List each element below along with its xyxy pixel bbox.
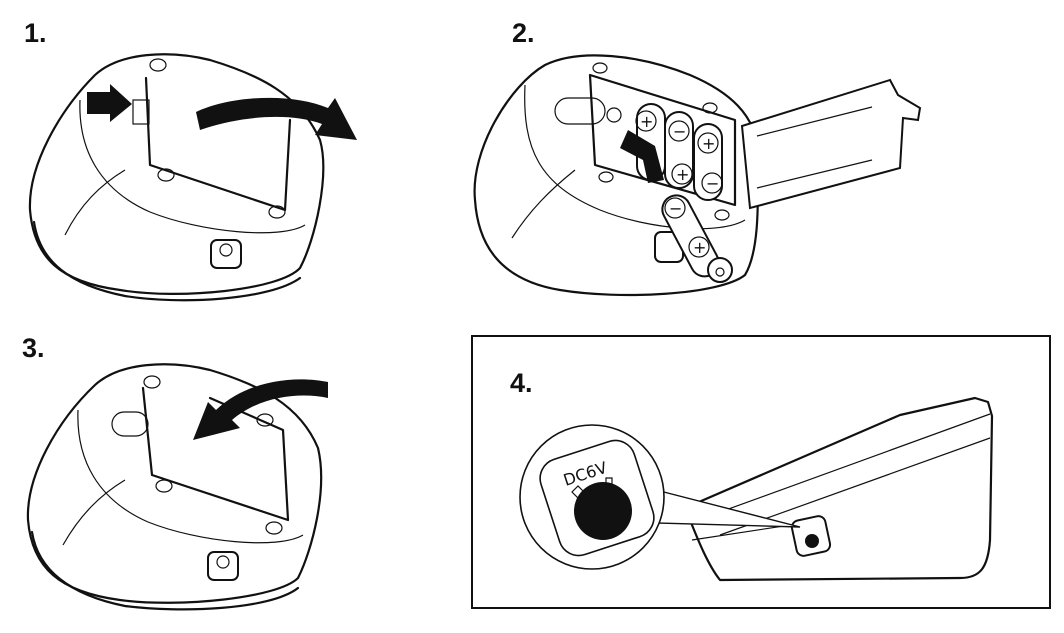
minus-symbol: − <box>669 199 682 218</box>
panel-1-device <box>28 53 325 302</box>
plus-symbol: + <box>693 238 706 257</box>
panel-4-frame <box>471 335 1051 609</box>
panel-2-device <box>473 54 922 297</box>
insert-arrow-icon <box>620 130 664 183</box>
polarity-markings: + − + + − − + <box>635 110 723 258</box>
step-2-number: 2. <box>512 18 535 48</box>
dc-jack-socket <box>574 482 632 540</box>
polarity-symbol-icon <box>571 477 613 499</box>
power-jack-magnifier: DC6V <box>519 424 801 570</box>
plus-symbol: + <box>676 165 689 184</box>
step-3-number: 3. <box>22 333 45 363</box>
minus-symbol: − <box>706 174 719 193</box>
step-4-number: 4. <box>510 368 533 398</box>
plus-symbol: + <box>702 134 715 153</box>
curved-arrow-open-icon <box>196 97 357 140</box>
step-1-number: 1. <box>24 18 47 48</box>
panel-3-device <box>26 363 323 611</box>
plus-symbol: + <box>640 112 653 131</box>
push-arrow-icon <box>87 84 132 122</box>
minus-symbol: − <box>673 122 686 141</box>
panel-4-device-side <box>683 396 994 582</box>
curved-arrow-close-icon <box>193 379 328 440</box>
battery-3 <box>693 123 723 201</box>
